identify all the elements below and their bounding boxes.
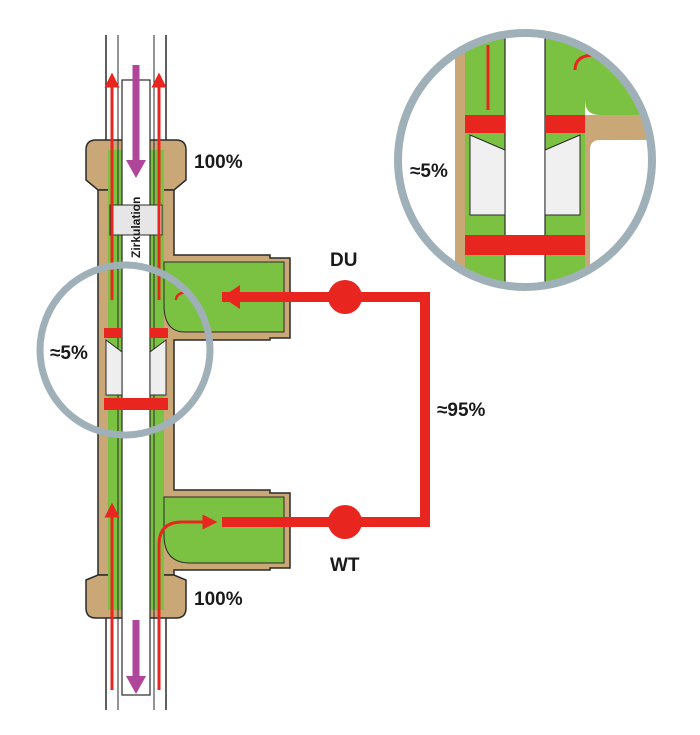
external-loop: [222, 280, 430, 539]
du-node: [328, 280, 362, 314]
magnifier-left: [36, 261, 214, 439]
top-percent-label: 100%: [194, 152, 243, 173]
magnified-inset: [398, 33, 652, 287]
wt-label: WT: [330, 555, 360, 576]
pipe-label: Zirkulation: [129, 197, 143, 258]
inset-percent-label: ≈5%: [410, 161, 448, 182]
du-label: DU: [330, 250, 357, 271]
loop-percent-label: ≈95%: [437, 400, 486, 421]
valve-insert: [104, 204, 168, 410]
bottom-percent-label: 100%: [194, 589, 243, 610]
wt-node: [328, 505, 362, 539]
circulation-arrows: [126, 65, 146, 694]
magnifier-inset: [394, 29, 656, 291]
left-percent-label: ≈5%: [50, 343, 88, 364]
